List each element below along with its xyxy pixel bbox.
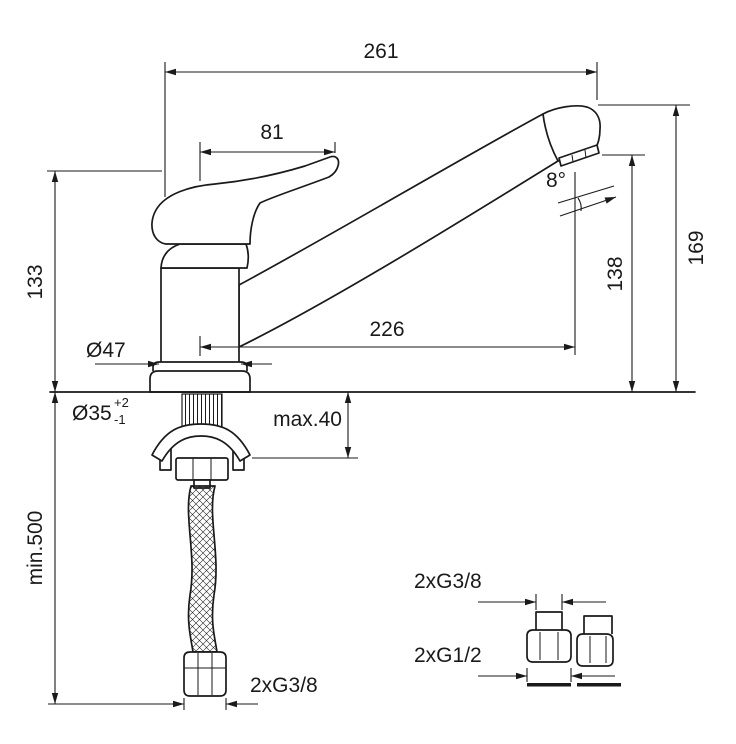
dim-max-deck-thickness: max.40 bbox=[252, 392, 358, 459]
mounting-nut bbox=[175, 457, 229, 481]
dim-spout-angle-label: 8° bbox=[546, 169, 566, 192]
dim-spout-height-label: 138 bbox=[604, 256, 627, 291]
dim-adapter-a: 2xG3/8 bbox=[414, 570, 606, 610]
fitting-a-body bbox=[526, 629, 572, 663]
dim-body-height: 133 bbox=[24, 170, 162, 392]
washer-b bbox=[577, 683, 621, 687]
angle-reference-line bbox=[557, 185, 615, 204]
dim-total-height: 169 bbox=[598, 104, 708, 392]
fitting-b-tube bbox=[583, 615, 613, 634]
washer-a bbox=[527, 683, 571, 687]
fitting-a-tube bbox=[535, 611, 563, 630]
dim-base-diameter-label: Ø47 bbox=[86, 339, 126, 362]
faucet-base-ring bbox=[152, 361, 248, 371]
dim-spout-angle: 8° bbox=[546, 169, 617, 217]
faucet-spout-head bbox=[542, 104, 601, 162]
faucet-aerator bbox=[558, 144, 600, 167]
aerator-detail-line bbox=[571, 154, 574, 163]
mounting-bracket bbox=[151, 423, 251, 462]
faucet-base-flange bbox=[149, 370, 251, 393]
dim-total-height-label: 169 bbox=[685, 230, 708, 265]
faucet-dome bbox=[160, 243, 250, 269]
dim-adapter-b: 2xG1/2 bbox=[414, 644, 615, 682]
dim-hose-thread: 2xG3/8 bbox=[48, 674, 318, 710]
faucet bbox=[149, 104, 601, 393]
faucet-spout-tube bbox=[238, 113, 559, 348]
hose-end-connector bbox=[183, 651, 227, 697]
dim-handle-length-label: 81 bbox=[260, 121, 283, 144]
dim-spout-height: 138 bbox=[602, 154, 645, 392]
mounting-assembly bbox=[151, 393, 251, 697]
aerator-detail-line bbox=[584, 149, 587, 159]
dim-hose-thread-label: 2xG3/8 bbox=[250, 674, 318, 697]
dim-hole-tol-plus: +2 bbox=[114, 395, 129, 410]
flexible-hose bbox=[187, 485, 218, 653]
dim-overall-width-label: 261 bbox=[363, 40, 398, 63]
dim-base-diameter: Ø47 bbox=[86, 339, 272, 368]
dim-min-hose-length-label: min.500 bbox=[24, 511, 47, 586]
fitting-b-body bbox=[576, 633, 614, 667]
dim-body-height-label: 133 bbox=[24, 264, 47, 299]
dim-adapter-a-label: 2xG3/8 bbox=[414, 570, 482, 593]
dim-spout-reach: 226 bbox=[199, 172, 576, 356]
dim-hole-diameter-label: Ø35 bbox=[72, 402, 112, 425]
dim-overall-width: 261 bbox=[164, 40, 598, 197]
dim-max-deck-thickness-label: max.40 bbox=[273, 408, 342, 431]
dim-spout-reach-label: 226 bbox=[369, 318, 404, 341]
dim-hole-diameter: Ø35 +2 -1 bbox=[72, 395, 129, 427]
adapter-fittings bbox=[526, 611, 621, 687]
dim-adapter-b-label: 2xG1/2 bbox=[414, 644, 482, 667]
dim-hole-tol-minus: -1 bbox=[114, 412, 126, 427]
angle-arc bbox=[577, 197, 582, 212]
dim-handle-length: 81 bbox=[199, 121, 336, 181]
angle-leader-line bbox=[559, 196, 617, 217]
dim-min-hose-length: min.500 bbox=[24, 392, 59, 704]
faucet-handle bbox=[151, 155, 340, 245]
